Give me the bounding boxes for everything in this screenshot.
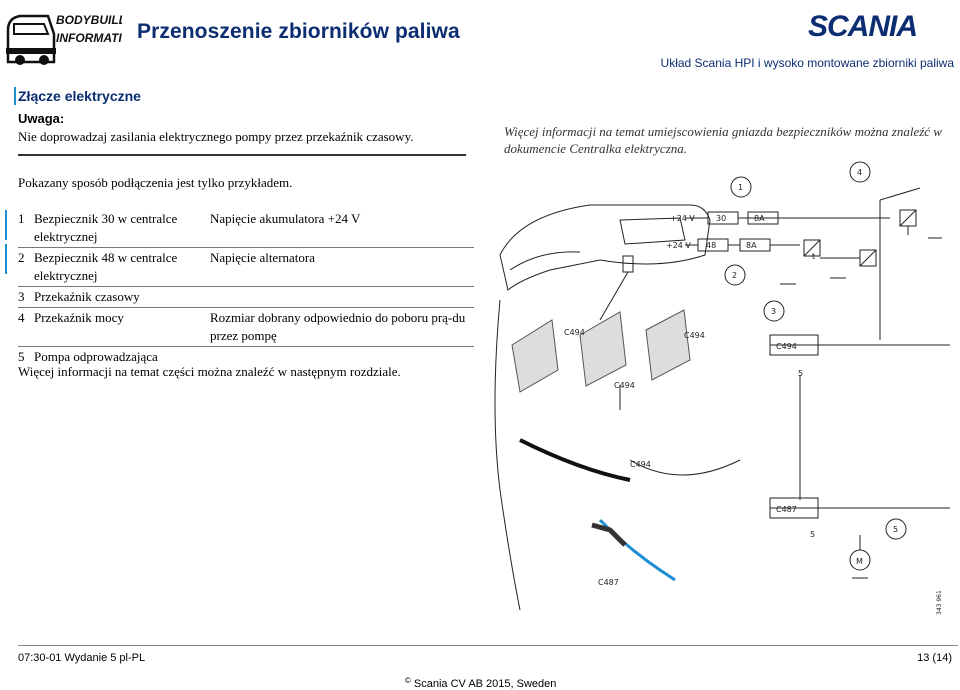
document-subtitle: Układ Scania HPI i wysoko montowane zbio… [660, 56, 954, 70]
label-c494-d: C494 [630, 460, 651, 469]
footer-divider [18, 645, 958, 646]
legend-row: 4 Przekaźnik mocy Rozmiar dobrany odpowi… [18, 307, 474, 346]
document-id: 07:30-01 Wydanie 5 pl-PL [18, 652, 146, 664]
figure-id: 343 961 [936, 590, 943, 615]
timer-relay-coil [803, 239, 821, 257]
callout-1: 1 [738, 183, 743, 192]
label-pin-5-a: 5 [798, 369, 803, 378]
dashboard-outline [499, 204, 711, 291]
label-c494-a: C494 [564, 328, 585, 337]
legend-number: 5 [18, 349, 25, 364]
door-curve [629, 459, 741, 476]
fuse-box-1 [511, 319, 559, 393]
relay-diagonal [803, 239, 821, 257]
scania-logo: SCANIA [808, 10, 918, 40]
a-pillar-line [494, 299, 521, 611]
legend-description [208, 288, 474, 306]
legend-row: 2 Bezpiecznik 48 w centralce elektryczne… [18, 247, 474, 286]
connector-plug [591, 522, 627, 547]
label-c494-b: C494 [684, 331, 705, 340]
label-voltage-1: +24 V [670, 214, 695, 223]
callout-5-circle [885, 518, 907, 540]
label-c487-box: C487 [776, 505, 797, 514]
wiring-diagram: +24 V +24 V 30 48 8A 8A t C494 C494 C494… [494, 161, 950, 615]
page-title: Przenoszenie zbiorników paliwa [137, 20, 460, 43]
label-c487: C487 [598, 578, 619, 587]
callout-1-circle [730, 176, 752, 198]
relay-diagonal [899, 209, 917, 227]
leader-line [599, 271, 629, 321]
pump-cable [519, 438, 631, 482]
legend-name: Pompa odprowadzająca [34, 349, 158, 364]
label-voltage-2: +24 V [666, 241, 691, 250]
relay-diagonal [859, 249, 877, 267]
legend-name: Przekaźnik czasowy [34, 289, 140, 304]
more-info-note: Więcej informacji na temat części można … [18, 364, 401, 379]
fuse-box-3 [645, 309, 691, 381]
fuse-box-2 [579, 311, 627, 387]
legend-row: 3 Przekaźnik czasowy [18, 286, 474, 307]
callout-5: 5 [893, 525, 898, 534]
pump-motor-symbol [849, 549, 871, 571]
bodybuilding-information-logo: BODYBUILDING INFORMATION [6, 13, 122, 65]
label-timer: t [812, 252, 815, 261]
label-c494-c: C494 [614, 381, 635, 390]
legend-number: 1 [18, 211, 25, 226]
legend-row: 5 Pompa odprowadzająca [18, 346, 474, 367]
legend-number: 3 [18, 289, 25, 304]
legend-table: 1 Bezpiecznik 30 w centralce elektryczne… [18, 209, 474, 367]
callout-2-circle [724, 264, 746, 286]
callout-3-circle [763, 300, 785, 322]
section-title: Złącze elektryczne [18, 88, 141, 104]
label-rating-1: 8A [754, 214, 765, 223]
label-rating-2: 8A [746, 241, 757, 250]
example-note: Pokazany sposób podłączenia jest tylko p… [18, 175, 293, 190]
warning-text: Nie doprowadzaj zasilania elektrycznego … [18, 129, 414, 144]
scania-wordmark: SCANIA [808, 10, 917, 40]
logo-line-1: BODYBUILDING [56, 13, 122, 27]
rating-box-1 [747, 211, 779, 225]
dashboard-vent [619, 217, 686, 245]
legend-name: Bezpiecznik 30 w centralce elektrycznej [34, 211, 178, 244]
warning-label: Uwaga: [18, 111, 65, 126]
info-note: Więcej informacji na temat umiejscowieni… [504, 124, 942, 156]
callout-2: 2 [732, 271, 737, 280]
section-change-bar [14, 87, 16, 105]
copyright-text: Scania CV AB 2015, Sweden [413, 678, 557, 690]
legend-number: 4 [18, 310, 25, 325]
legend-description: Napięcie akumulatora +24 V [210, 211, 361, 226]
legend-description: Rozmiar dobrany odpowiednio do poboru pr… [210, 310, 466, 343]
label-motor: M [856, 557, 863, 566]
label-pin-5-b: 5 [810, 530, 815, 539]
callout-4-circle [849, 161, 871, 183]
copyright-symbol: © [405, 676, 411, 685]
legend-name: Bezpiecznik 48 w centralce elektrycznej [34, 250, 178, 283]
label-fuse-48: 48 [706, 241, 716, 250]
logo-line-2: INFORMATION [56, 31, 122, 45]
legend-row: 1 Bezpiecznik 30 w centralce elektryczne… [18, 209, 474, 247]
legend-description: Napięcie alternatora [210, 250, 316, 265]
legend-number: 2 [18, 250, 25, 265]
label-c494-box: C494 [776, 342, 797, 351]
warning-divider [18, 154, 466, 156]
callout-3: 3 [771, 307, 776, 316]
label-fuse-30: 30 [716, 214, 726, 223]
page-number: 13 (14) [917, 652, 952, 664]
change-bar-1 [5, 210, 7, 240]
copyright: ©Scania CV AB 2015, Sweden [405, 676, 556, 690]
dashboard-panel-line [509, 251, 581, 271]
change-bar-2 [5, 244, 7, 274]
callout-4: 4 [857, 168, 862, 177]
legend-name: Przekaźnik mocy [34, 310, 124, 325]
relay-switch [879, 187, 921, 201]
